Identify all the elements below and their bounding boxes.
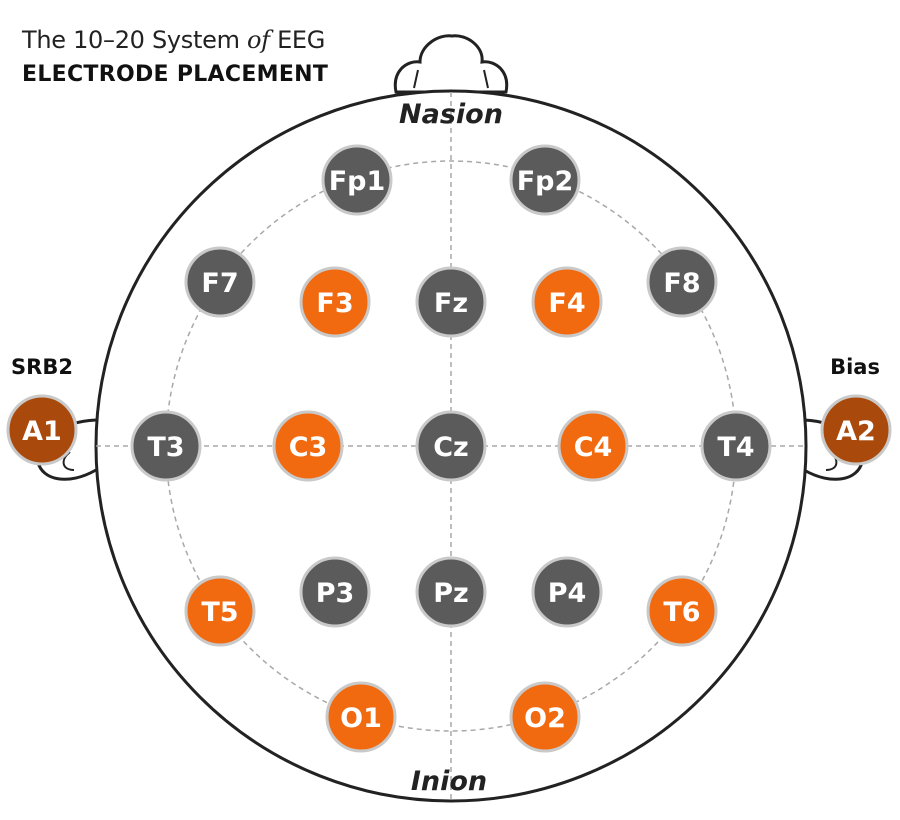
diagram-title: The 10–20 System of EEG — [22, 26, 325, 54]
electrode-p3-label: P3 — [316, 578, 355, 609]
electrode-o1: O1 — [325, 681, 397, 753]
electrode-fz-marker — [415, 266, 487, 338]
electrode-cz: Cz — [415, 410, 487, 482]
electrode-fz: Fz — [415, 266, 487, 338]
electrode-fp2-marker — [509, 144, 581, 216]
nasion-label: Nasion — [399, 99, 503, 130]
electrode-f4-marker — [531, 266, 603, 338]
electrode-f8-label: F8 — [663, 268, 700, 299]
electrode-p3-marker — [299, 556, 371, 628]
electrode-t4-marker — [700, 410, 772, 482]
electrode-t6-marker — [646, 575, 718, 647]
electrode-f7-label: F7 — [201, 268, 238, 299]
electrode-a1-marker — [6, 394, 78, 466]
electrode-c4-marker — [557, 410, 629, 482]
electrode-fp1-label: Fp1 — [329, 166, 386, 197]
electrode-c3: C3 — [272, 410, 344, 482]
electrode-fz-label: Fz — [434, 288, 468, 319]
electrode-f8: F8 — [646, 246, 718, 318]
electrode-p4: P4 — [531, 556, 603, 628]
electrode-pz-label: Pz — [433, 578, 469, 609]
electrode-f3-label: F3 — [316, 288, 353, 319]
electrode-t6-label: T6 — [663, 597, 700, 628]
inion-label: Inion — [411, 766, 487, 797]
electrode-a1-label: A1 — [22, 416, 62, 447]
electrode-f4: F4 — [531, 266, 603, 338]
nose-inner — [413, 69, 489, 89]
srb2-label: SRB2 — [11, 355, 73, 379]
electrode-o2: O2 — [509, 681, 581, 753]
electrode-fp2-label: Fp2 — [517, 166, 574, 197]
electrode-o1-marker — [325, 681, 397, 753]
electrode-a2-label: A2 — [836, 416, 876, 447]
electrode-o2-label: O2 — [524, 703, 566, 734]
electrode-f3: F3 — [299, 266, 371, 338]
electrode-f7: F7 — [184, 246, 256, 318]
title-part3: EEG — [269, 26, 326, 54]
electrode-o2-marker — [509, 681, 581, 753]
nose-shape — [393, 34, 509, 94]
electrode-t5: T5 — [184, 575, 256, 647]
title-part2: of — [247, 26, 270, 54]
electrode-t6: T6 — [646, 575, 718, 647]
electrode-pz: Pz — [415, 556, 487, 628]
electrode-fp2: Fp2 — [509, 144, 581, 216]
electrode-t4: T4 — [700, 410, 772, 482]
electrode-t3-label: T3 — [147, 432, 184, 463]
electrode-c4: C4 — [557, 410, 629, 482]
electrode-pz-marker — [415, 556, 487, 628]
electrode-cz-label: Cz — [433, 432, 469, 463]
electrode-f4-label: F4 — [548, 288, 585, 319]
electrode-p4-label: P4 — [548, 578, 587, 609]
electrode-c3-marker — [272, 410, 344, 482]
electrode-o1-label: O1 — [340, 703, 382, 734]
electrode-t4-label: T4 — [717, 432, 754, 463]
electrode-f8-marker — [646, 246, 718, 318]
electrode-p4-marker — [531, 556, 603, 628]
electrode-t5-label: T5 — [201, 597, 238, 628]
electrode-cz-marker — [415, 410, 487, 482]
electrode-c3-label: C3 — [289, 432, 328, 463]
electrode-t3: T3 — [130, 410, 202, 482]
electrode-t5-marker — [184, 575, 256, 647]
title-part1: The 10–20 System — [22, 26, 247, 54]
electrode-t3-marker — [130, 410, 202, 482]
electrode-f3-marker — [299, 266, 371, 338]
electrode-f7-marker — [184, 246, 256, 318]
bias-label: Bias — [830, 355, 880, 379]
electrode-fp1-marker — [321, 144, 393, 216]
electrode-p3: P3 — [299, 556, 371, 628]
electrode-a2: A2 — [820, 394, 892, 466]
electrode-fp1: Fp1 — [321, 144, 393, 216]
electrode-c4-label: C4 — [574, 432, 613, 463]
electrode-a2-marker — [820, 394, 892, 466]
electrode-a1: A1 — [6, 394, 78, 466]
diagram-subtitle: ELECTRODE PLACEMENT — [22, 62, 329, 87]
